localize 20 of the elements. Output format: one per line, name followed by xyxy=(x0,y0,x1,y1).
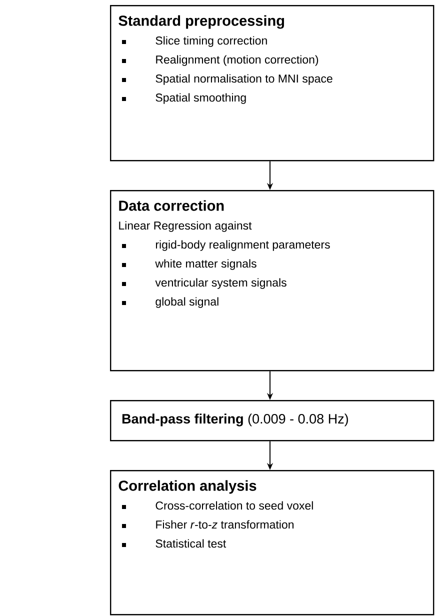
box-title: Correlation analysis xyxy=(118,480,256,494)
box-title: Band-pass filtering (0.009 - 0.08 Hz) xyxy=(122,414,348,426)
bullet-item: Spatial smoothing xyxy=(122,93,246,104)
bullet-item: white matter signals xyxy=(122,259,256,270)
body-text: Linear Regression against xyxy=(119,221,252,232)
bullet-item: Realignment (motion correction) xyxy=(122,55,318,66)
bullet-item: global signal xyxy=(122,297,218,308)
process-box xyxy=(110,470,434,616)
bullet-item: ventricular system signals xyxy=(122,278,286,289)
process-box xyxy=(110,190,434,372)
bullet-item: Slice timing correction xyxy=(122,36,267,47)
process-box xyxy=(110,5,434,162)
bullet-item: rigid-body realignment parameters xyxy=(122,240,330,251)
box-title: Data correction xyxy=(119,200,224,211)
bullet-item: Statistical test xyxy=(122,539,226,548)
bullet-item: Cross-correlation to seed voxel xyxy=(122,501,313,510)
bullet-item: Spatial normalisation to MNI space xyxy=(122,74,332,85)
process-box xyxy=(110,400,434,442)
bullet-item: Fisher r-to-z transformation xyxy=(122,520,294,529)
box-title: Standard preprocessing xyxy=(118,15,284,29)
